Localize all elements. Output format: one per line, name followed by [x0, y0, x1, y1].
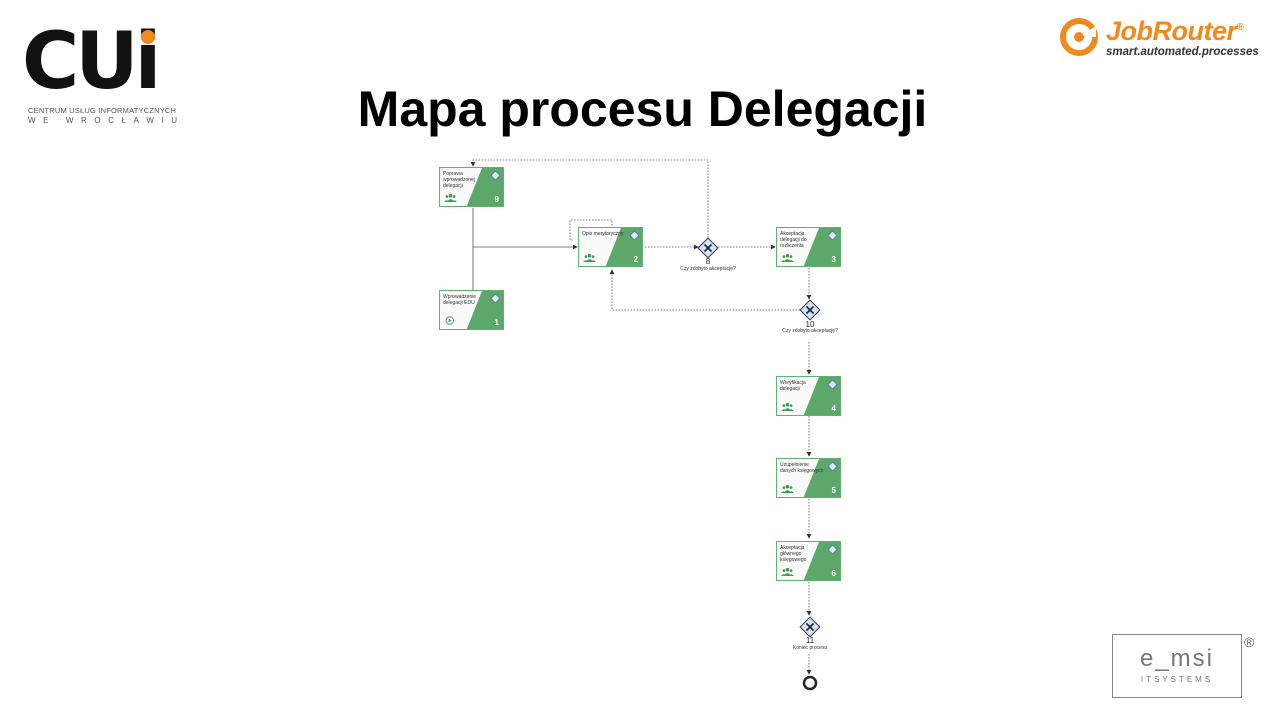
task-number: 5 [831, 486, 836, 495]
jobrouter-name: JobRouter® [1106, 16, 1244, 46]
connector-1-to-2 [472, 244, 578, 290]
users-icon [781, 484, 794, 493]
task-number: 6 [831, 569, 836, 578]
gateway-8-number: 8 [705, 257, 711, 266]
task-label: Akceptacja delegacji do rozliczenia [780, 231, 807, 249]
users-icon [444, 193, 457, 202]
task-2[interactable]: Opis merytoryczny 2 [578, 227, 643, 267]
cui-logo-line2: WE WROCŁAWIU [28, 116, 185, 125]
task-3[interactable]: Akceptacja delegacji do rozliczenia 3 [776, 227, 841, 267]
start-icon [445, 316, 454, 325]
task-label: Opis merytoryczny [582, 231, 624, 237]
task-5[interactable]: Uzupełnienie danych księgowych 5 [776, 458, 841, 498]
emsi-registered-mark: ® [1244, 634, 1255, 650]
emsi-logo: e_msi ITSYSTEMS [1112, 634, 1242, 698]
diamond-icon [491, 171, 500, 180]
diamond-icon [828, 231, 837, 240]
cui-logo-line1: CENTRUM USŁUG INFORMATYCZNYCH [28, 106, 177, 115]
gateway-10-number: 10 [805, 320, 815, 329]
cui-logo-letters: CUi [22, 17, 161, 107]
task-number: 9 [494, 195, 499, 204]
diamond-icon [491, 294, 500, 303]
jobrouter-tagline: smart.automated.processes [1106, 46, 1259, 58]
diamond-icon [828, 545, 837, 554]
users-icon [781, 567, 794, 576]
gateway-8-icon[interactable] [697, 237, 719, 259]
jobrouter-mark-icon [1060, 18, 1098, 56]
gateway-11-label: Koniec procesu [792, 645, 828, 651]
emsi-logo-name: e_msi [1139, 645, 1215, 672]
gateway-10-label: Czy zdobyto akceptację? [782, 328, 838, 334]
diamond-icon [828, 462, 837, 471]
emsi-logo-sub: ITSYSTEMS [1140, 675, 1214, 684]
task-4[interactable]: Weryfikacja delegacji 4 [776, 376, 841, 416]
page-title: Mapa procesu Delegacji [357, 81, 928, 137]
task-number: 4 [831, 404, 836, 413]
gateway-11-icon[interactable] [799, 616, 821, 638]
task-label: Weryfikacja delegacji [780, 380, 806, 392]
task-label: Wprowadzenie delegacji EDU [443, 294, 477, 306]
task-6[interactable]: Akceptacja głównego księgowego 6 [776, 541, 841, 581]
task-label: Akceptacja głównego księgowego [780, 545, 807, 563]
cui-logo: CUi CENTRUM USŁUG INFORMATYCZNYCH WE WRO… [20, 17, 177, 132]
users-icon [781, 253, 794, 262]
cui-logo-dot [141, 30, 155, 44]
task-label: Uzupełnienie danych księgowych [780, 462, 824, 474]
task-number: 3 [831, 255, 836, 264]
diamond-icon [828, 380, 837, 389]
connector-gw8-to-9 [470, 159, 709, 238]
end-event [802, 675, 818, 691]
connector-gw10-to-2 [609, 269, 800, 311]
users-icon [583, 253, 596, 262]
task-9[interactable]: Poprawa wprowadzonej delegacji 9 [439, 167, 504, 207]
gateway-8-label: Czy zdobyto akceptację? [680, 266, 736, 272]
task-1[interactable]: Wprowadzenie delegacji EDU 1 [439, 290, 504, 330]
gateway-11-number: 11 [805, 636, 815, 645]
task-number: 1 [494, 318, 499, 327]
task-label: Poprawa wprowadzonej delegacji [443, 171, 475, 189]
diamond-icon [630, 231, 639, 240]
task-number: 2 [633, 255, 638, 264]
users-icon [781, 402, 794, 411]
gateway-10-icon[interactable] [799, 299, 821, 321]
jobrouter-logo: JobRouter® smart.automated.processes [1058, 14, 1259, 64]
